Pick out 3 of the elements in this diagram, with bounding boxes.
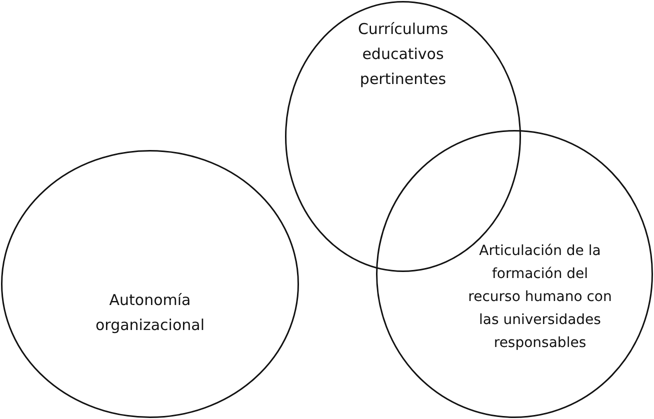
node-label: Articulación de la formación del recurso humano con las universidades responsables — [467, 242, 613, 353]
node-label: Currículums educativos pertinentes — [356, 19, 450, 90]
node-label: Autonomía organizacional — [94, 290, 206, 336]
